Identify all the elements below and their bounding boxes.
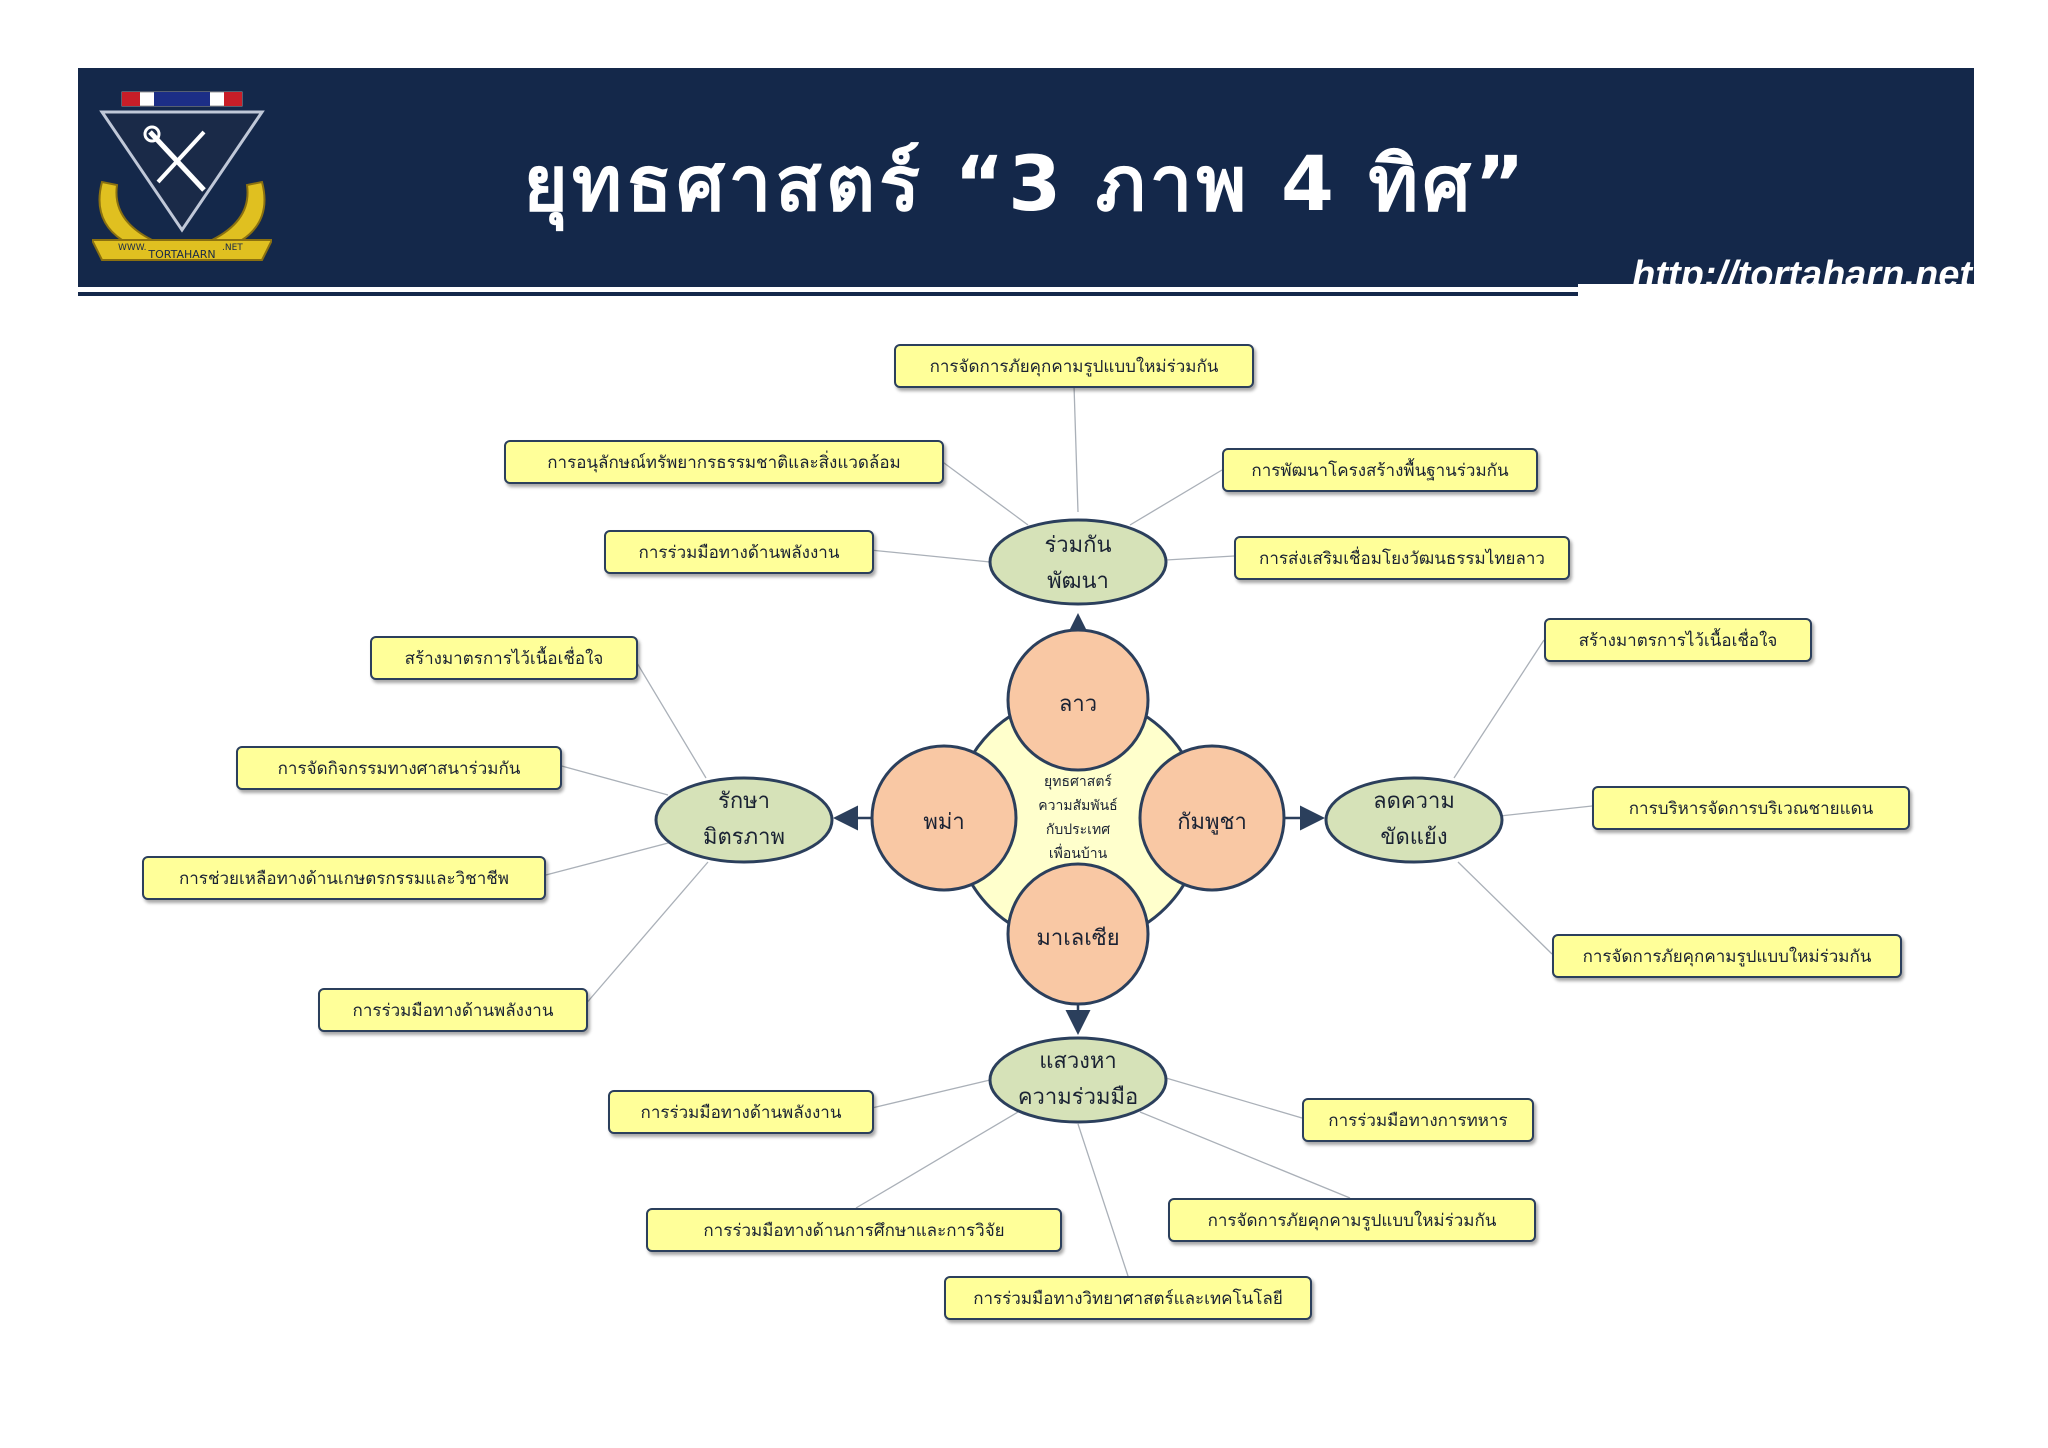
- center-line: กับประเทศ: [1045, 822, 1111, 838]
- country-circle-laos: [1006, 628, 1150, 772]
- strategy-label-top: ร่วมกัน พัฒนา: [998, 528, 1158, 600]
- center-label: ยุทธศาสตร์ ความสัมพันธ์ กับประเทศ เพื่อน…: [1018, 770, 1138, 866]
- page-title: ยุทธศาสตร์ “3 ภาพ 4 ทิศ”: [523, 139, 1529, 228]
- strategy-label-right: ลดความ ขัดแย้ง: [1334, 784, 1494, 856]
- strategy-ellipse-right: [1324, 776, 1504, 864]
- logo-left-text: WWW.: [118, 243, 147, 253]
- strategy-label-bottom: แสวงหา ความร่วมมือ: [998, 1044, 1158, 1116]
- topic-box: การอนุลักษณ์ทรัพยากรธรรมชาติและสิ่งแวดล้…: [504, 440, 944, 484]
- topic-box: การจัดการภัยคุกคามรูปแบบใหม่ร่วมกัน: [1168, 1198, 1536, 1242]
- country-circle-malaysia: [1006, 862, 1150, 1006]
- topic-box: สร้างมาตรการไว้เนื้อเชื่อใจ: [1544, 618, 1812, 662]
- strategy-line: ความร่วมมือ: [1017, 1085, 1139, 1110]
- topic-box: การจัดการภัยคุกคามรูปแบบใหม่ร่วมกัน: [894, 344, 1254, 388]
- header-rule-bottom: [78, 292, 1578, 296]
- strategy-line: พัฒนา: [1047, 569, 1109, 594]
- topic-box: การร่วมมือทางด้านพลังงาน: [318, 988, 588, 1032]
- center-line: ยุทธศาสตร์: [1044, 774, 1112, 790]
- strategy-line: ขัดแย้ง: [1380, 825, 1448, 850]
- topic-box: การร่วมมือทางด้านการศึกษาและการวิจัย: [646, 1208, 1062, 1252]
- center-line: ความสัมพันธ์: [1038, 798, 1118, 814]
- topic-box: การร่วมมือทางการทหาร: [1302, 1098, 1534, 1142]
- strategy-ellipse-top: [988, 518, 1168, 606]
- country-label-cambodia: กัมพูชา: [1177, 810, 1247, 835]
- country-circle-myanmar: [870, 744, 1018, 892]
- connector-lines: [541, 384, 1593, 1277]
- strategy-label-left: รักษา มิตรภาพ: [664, 784, 824, 856]
- logo-right-text: .NET: [222, 243, 243, 253]
- header-banner: WWW. .NET TORTAHARN ยุทธศาสตร์ “3 ภาพ 4 …: [78, 68, 1974, 296]
- site-logo: WWW. .NET TORTAHARN: [90, 90, 274, 270]
- strategy-ellipse-left: [654, 776, 834, 864]
- topic-box: การจัดการภัยคุกคามรูปแบบใหม่ร่วมกัน: [1552, 934, 1902, 978]
- topic-box: การร่วมมือทางวิทยาศาสตร์และเทคโนโลยี: [944, 1276, 1312, 1320]
- topic-box: การบริหารจัดการบริเวณชายแดน: [1592, 786, 1910, 830]
- strategy-line: ร่วมกัน: [1044, 533, 1112, 558]
- site-url[interactable]: http://tortaharn.net: [1632, 254, 1972, 296]
- logo-banner-text: TORTAHARN: [147, 248, 215, 261]
- strategy-line: มิตรภาพ: [703, 825, 785, 850]
- topic-box: การส่งเสริมเชื่อมโยงวัฒนธรรมไทยลาว: [1234, 536, 1570, 580]
- strategy-line: ลดความ: [1373, 789, 1455, 814]
- strategy-line: แสวงหา: [1039, 1049, 1117, 1074]
- topic-box: การจัดกิจกรรมทางศาสนาร่วมกัน: [236, 746, 562, 790]
- header-rule-top: [78, 282, 1578, 287]
- topic-box: การช่วยเหลือทางด้านเกษตรกรรมและวิชาชีพ: [142, 856, 546, 900]
- strategy-line: รักษา: [718, 789, 770, 814]
- strategy-ellipse-bottom: [988, 1036, 1168, 1124]
- topic-box: สร้างมาตรการไว้เนื้อเชื่อใจ: [370, 636, 638, 680]
- center-line: เพื่อนบ้าน: [1048, 846, 1108, 862]
- country-label-malaysia: มาเลเซีย: [1036, 926, 1120, 951]
- topic-box: การร่วมมือทางด้านพลังงาน: [604, 530, 874, 574]
- country-circle-cambodia: [1138, 744, 1286, 892]
- country-label-laos: ลาว: [1058, 692, 1098, 717]
- country-label-myanmar: พม่า: [923, 810, 965, 835]
- topic-box: การร่วมมือทางด้านพลังงาน: [608, 1090, 874, 1134]
- topic-box: การพัฒนาโครงสร้างพื้นฐานร่วมกัน: [1222, 448, 1538, 492]
